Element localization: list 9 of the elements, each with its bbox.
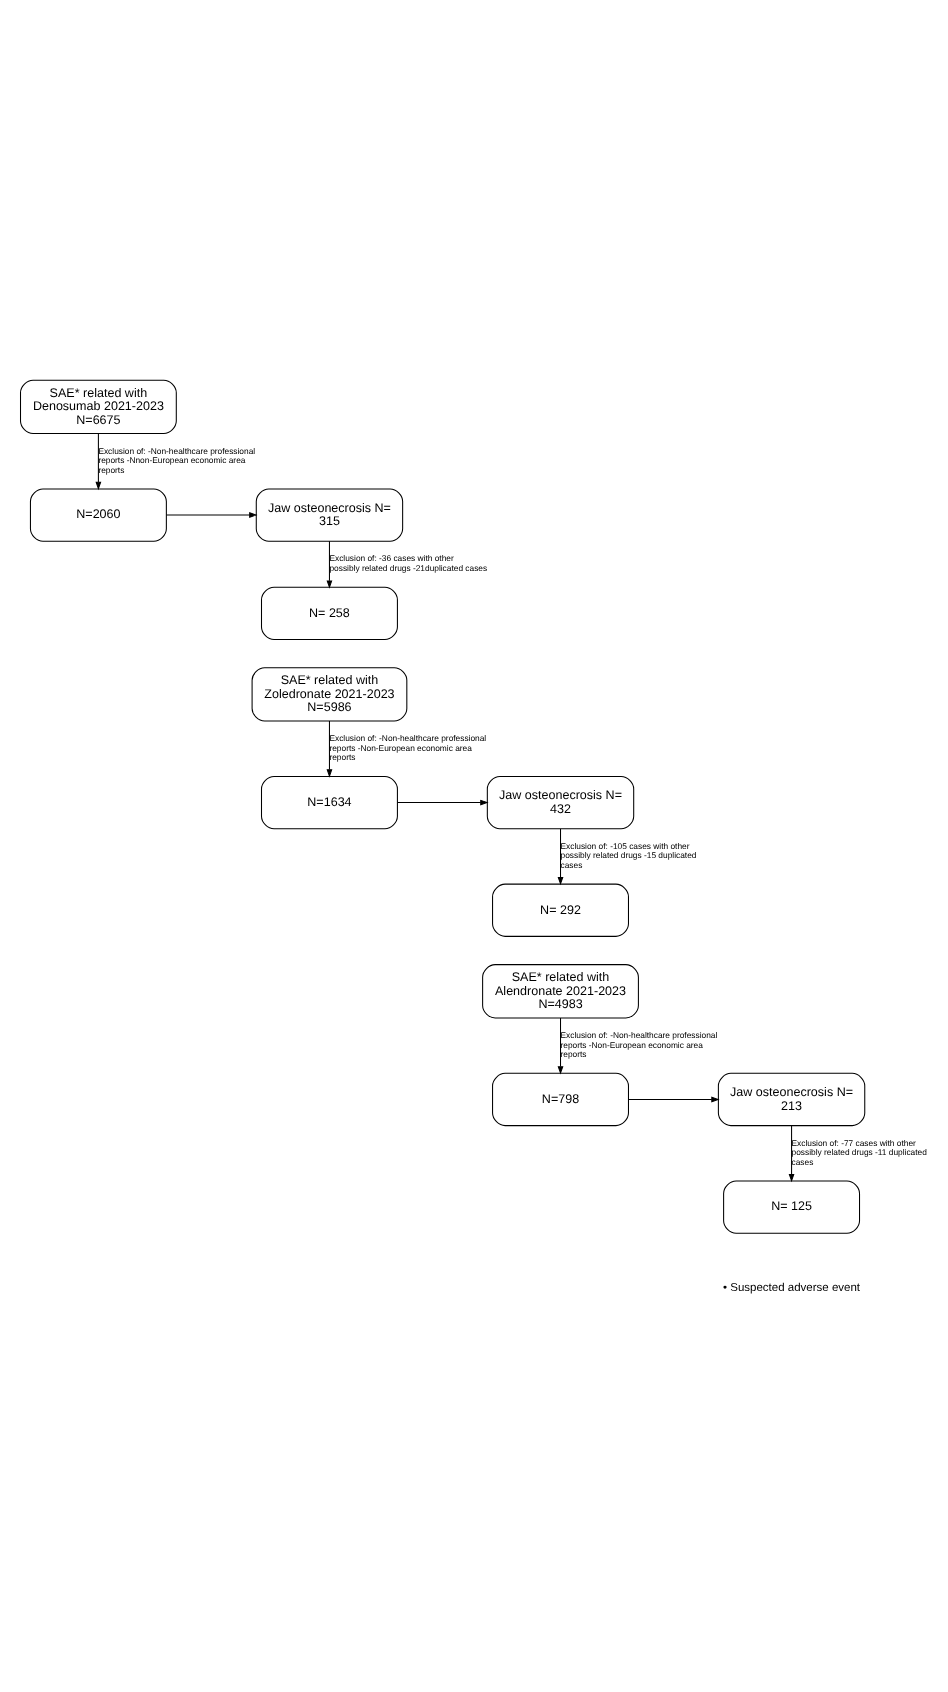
arrow	[397, 798, 489, 805]
arrow	[557, 1016, 564, 1074]
arrow	[557, 827, 564, 885]
arrow	[326, 539, 333, 588]
arrow	[326, 719, 333, 777]
arrow	[788, 1124, 795, 1182]
arrow	[628, 1095, 720, 1102]
arrow	[166, 511, 258, 517]
arrow	[95, 432, 102, 490]
